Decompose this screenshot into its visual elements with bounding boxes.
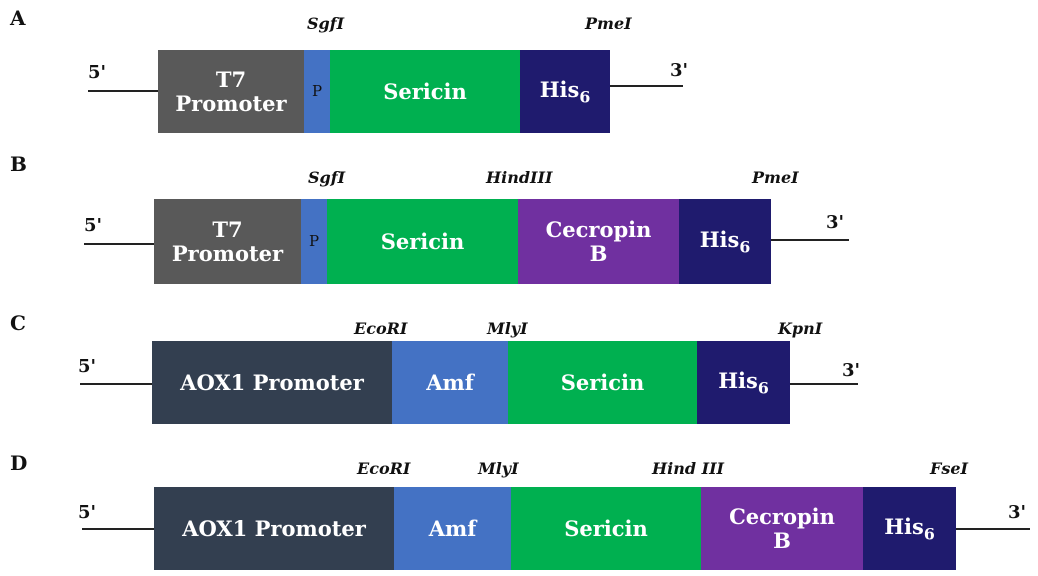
p-block: P [304,50,330,133]
sericin-block: Sericin [511,487,701,570]
panel-label-d: D [10,451,28,475]
site-mlyi: MlyI [478,459,519,478]
site-kpni: KpnI [778,319,823,338]
site-mlyi: MlyI [487,319,528,338]
site-fsei: FseI [930,459,969,478]
site-hind-iii: Hind III [652,459,725,478]
five-prime-label: 5' [78,502,97,523]
amf-block: Amf [392,341,508,424]
his6-block: His6 [679,199,771,284]
site-sgfi: SgfI [307,14,345,33]
panel-label-a: A [10,6,26,30]
dna-line-left [88,90,158,92]
his6-block: His6 [697,341,790,424]
three-prime-label: 3' [826,212,845,233]
site-pmei: PmeI [585,14,632,33]
aox1-promoter-block: AOX1 Promoter [152,341,392,424]
panel-label-b: B [10,152,27,176]
site-hindiii: HindIII [486,168,553,187]
sericin-block: Sericin [330,50,520,133]
dna-line-right [610,85,683,87]
five-prime-label: 5' [78,356,97,377]
panel-label-c: C [10,311,26,335]
amf-block: Amf [394,487,511,570]
his6-block: His6 [520,50,610,133]
dna-line-left [84,243,154,245]
site-sgfi: SgfI [308,168,346,187]
his6-block: His6 [863,487,956,570]
three-prime-label: 3' [1008,502,1027,523]
site-ecori: EcoRI [357,459,411,478]
sericin-block: Sericin [327,199,518,284]
dna-line-right [771,239,849,241]
dna-line-left [80,383,152,385]
dna-line-left [82,528,154,530]
p-block: P [301,199,327,284]
site-pmei: PmeI [752,168,799,187]
dna-line-right [956,528,1030,530]
five-prime-label: 5' [84,215,103,236]
three-prime-label: 3' [670,60,689,81]
site-ecori: EcoRI [354,319,408,338]
aox1-promoter-block: AOX1 Promoter [154,487,394,570]
three-prime-label: 3' [842,360,861,381]
five-prime-label: 5' [88,62,107,83]
sericin-block: Sericin [508,341,697,424]
dna-line-right [790,383,858,385]
